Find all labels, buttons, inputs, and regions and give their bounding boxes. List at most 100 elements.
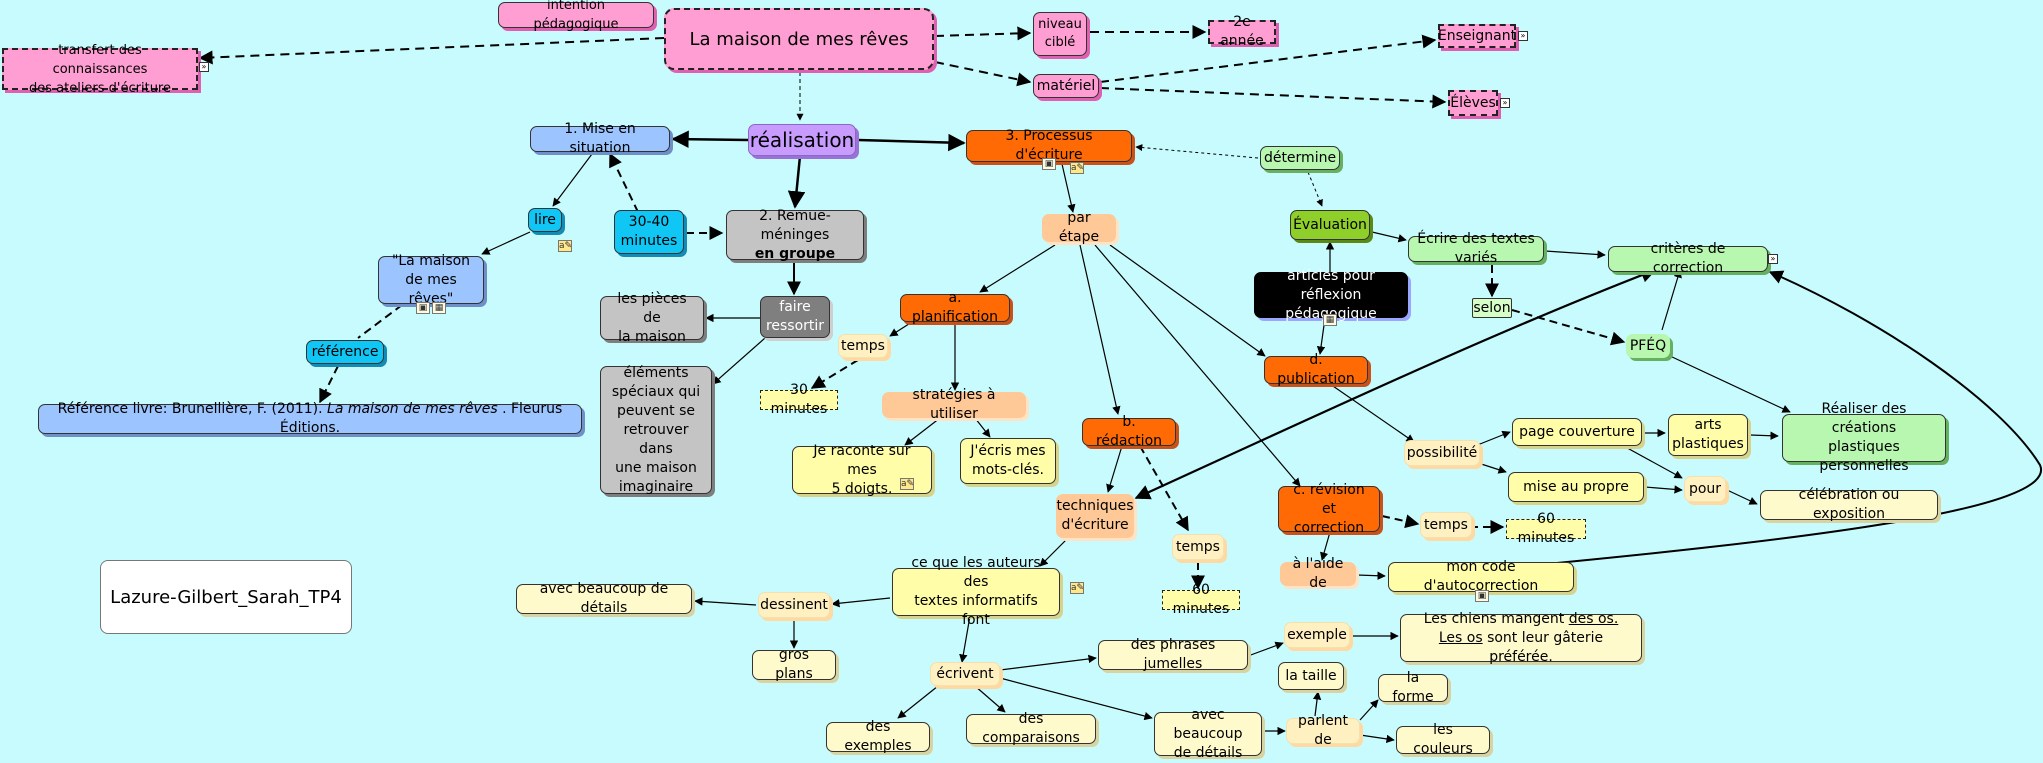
node-dessinent[interactable]: dessinent [758,592,830,618]
node-techniques[interactable]: techniques d'écriture [1056,494,1134,538]
node-couleurs[interactable]: les couleurs [1396,722,1490,757]
node-arts[interactable]: arts plastiques [1668,414,1748,456]
node-details-a[interactable]: avec beaucoup de détails [516,581,692,616]
image-icon[interactable]: ▣ [1042,158,1056,170]
node-auteurs[interactable]: ce que les auteurs des textes informatif… [892,555,1060,628]
link-strategies-raconte [904,417,941,446]
node-duree[interactable]: 30-40 minutes [614,210,684,254]
link-temps-30min [810,359,859,389]
node-raconte[interactable]: Je raconte sur mes 5 doigts. [792,443,932,497]
node-annee[interactable]: 2e année [1208,14,1276,49]
node-livre[interactable]: "La maison de mes rêves" [378,253,484,307]
node-celebration[interactable]: célébration ou exposition [1760,487,1938,522]
link-parlent-couleurs [1359,734,1395,744]
link-ecrivent-exemples [897,685,939,719]
link-arrow-icon[interactable]: » [1768,254,1778,264]
node-reference-livre[interactable]: Référence livre: Brunellière, F. (2011).… [38,401,582,436]
node-publication[interactable]: d. publication [1264,352,1368,387]
link-criteres-techniques [1134,267,1657,500]
link-code-criteres [1504,270,2043,569]
node-elements[interactable]: éléments spéciaux qui peuvent se retrouv… [600,365,712,495]
node-propre[interactable]: mise au propre [1508,472,1644,502]
node-taille[interactable]: la taille [1278,662,1344,690]
link-lire-livre [481,231,531,255]
node-ecrire[interactable]: Écrire des textes variés [1408,231,1544,266]
node-temps1[interactable]: temps [838,334,888,358]
node-strategies[interactable]: stratégies à utiliser [882,387,1026,422]
link-ecrivent-detailsB [999,677,1153,721]
node-ecrivent[interactable]: écrivent [930,662,1000,686]
node-niveau[interactable]: niveau ciblé [1033,12,1087,56]
image-icon[interactable]: ▣ [416,302,430,314]
node-details-b[interactable]: avec beaucoup de détails [1154,707,1262,761]
image-icon[interactable]: ▦ [1323,314,1337,326]
node-realisation[interactable]: réalisation [748,124,856,156]
node-60min-b[interactable]: 60 minutes [1506,511,1586,546]
note-icon[interactable]: a✎ [1070,162,1085,174]
link-propre-pour [1644,485,1683,494]
node-code[interactable]: mon code d'autocorrection [1388,559,1574,594]
link-ecrire-criteres [1544,250,1606,259]
node-exemples[interactable]: des exemples [826,719,930,754]
node-pieces[interactable]: les pièces de la maison [600,291,704,345]
node-exemple[interactable]: exemple [1284,622,1350,648]
node-gros[interactable]: gros plans [752,647,836,682]
link-reference-refbox [319,365,339,404]
node-chiens[interactable]: Les chiens mangent des os.Les os sont le… [1400,611,1642,665]
node-lire[interactable]: lire [528,208,562,232]
node-enseignant[interactable]: Enseignant [1438,24,1516,48]
link-auteurs-ecrivent [959,615,971,663]
link-redaction-techniques [1106,445,1123,493]
image-icon[interactable]: ▣ [1475,590,1489,602]
image-icon[interactable]: ▦ [432,302,446,314]
node-criteres[interactable]: critères de correction [1608,241,1768,276]
node-60min-a[interactable]: 60 minutes [1162,582,1240,617]
node-planification[interactable]: a. planification [900,290,1010,325]
node-transfert[interactable]: transfert des connaissances des ateliers… [2,43,198,96]
node-realiser[interactable]: Réaliser des créations plastiques person… [1782,401,1946,474]
link-parlent-forme [1359,699,1379,721]
node-paretape[interactable]: par étape [1042,210,1116,245]
node-possibilite[interactable]: possibilité [1404,440,1480,466]
node-parlent[interactable]: parlent de [1286,713,1360,748]
link-title-materiel [934,61,1032,87]
node-articles[interactable]: articles pour réflexion pédagogique [1254,268,1408,322]
node-forme[interactable]: la forme [1378,670,1448,705]
node-intention[interactable]: intention pédagogique [498,0,654,32]
node-30min[interactable]: 30 minutes [760,382,838,417]
node-redaction[interactable]: b. rédaction [1082,414,1176,449]
node-processus[interactable]: 3. Processus d'écriture [966,128,1132,163]
node-ecris[interactable]: J'écris mes mots-clés. [960,438,1056,484]
node-determine[interactable]: détermine [1260,146,1340,170]
node-faire[interactable]: faire ressortir [760,296,830,338]
link-arrow-icon[interactable]: » [1518,31,1528,41]
node-comparaisons[interactable]: des comparaisons [966,711,1096,746]
link-arrow-icon[interactable]: » [1500,98,1510,108]
link-paretape-planification [979,244,1056,293]
node-selon[interactable]: selon [1472,298,1512,318]
link-arrow-icon[interactable]: » [199,62,209,72]
link-paretape-publication [1109,244,1266,357]
node-temps2[interactable]: temps [1172,534,1224,560]
node-evaluation[interactable]: Évaluation [1290,210,1370,240]
note-icon[interactable]: a✎ [558,240,573,252]
node-eleves[interactable]: Élèves [1448,90,1498,116]
link-auteurs-dessinent [831,597,891,608]
node-pour[interactable]: pour [1684,476,1726,502]
node-title[interactable]: La maison de mes rêves [664,8,934,70]
node-pfeq[interactable]: PFÉQ [1626,334,1670,358]
node-reference[interactable]: référence [306,340,384,364]
node-temps3[interactable]: temps [1420,512,1472,538]
node-jumelles[interactable]: des phrases jumelles [1098,637,1248,672]
link-faire-elements [712,337,766,385]
note-icon[interactable]: a✎ [900,478,915,490]
node-revision[interactable]: c. révision et correction [1278,482,1380,536]
node-couverture[interactable]: page couverture [1512,418,1642,446]
node-mise[interactable]: 1. Mise en situation [530,121,670,156]
note-icon[interactable]: a✎ [1070,582,1085,594]
link-ecrivent-comparaisons [974,685,1006,713]
node-materiel[interactable]: matériel [1033,74,1099,98]
node-aide[interactable]: à l'aide de [1280,556,1356,591]
